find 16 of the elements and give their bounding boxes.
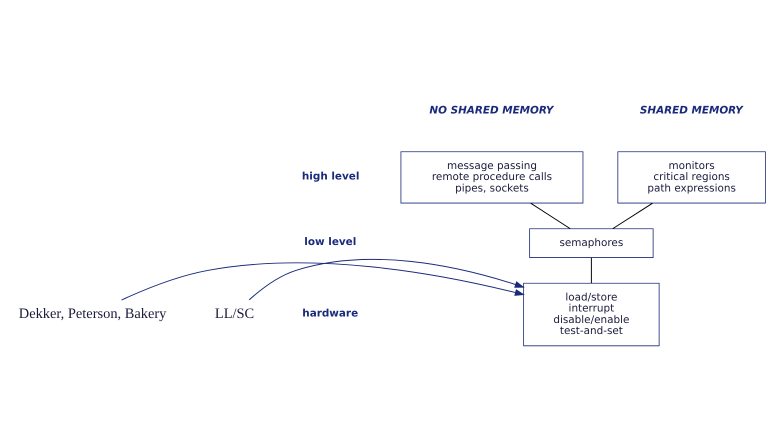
label: SHARED MEMORY [640,104,743,117]
label: high level [302,170,360,182]
node-box: message passing remote procedure calls pipes, sockets [400,151,584,204]
arrow [121,262,525,300]
node-box: semaphores [529,228,654,258]
label: low level [304,236,356,248]
label: NO SHARED MEMORY [429,104,554,117]
connector [590,257,592,284]
node-box: monitors critical regions path expressions [617,151,766,204]
node-box: load/store interrupt disable/enable test-and-set [523,282,660,346]
node-text: Dekker, Peterson, Bakery [18,306,166,322]
connector [530,202,571,230]
node-text: LL/SC [214,306,254,322]
label: hardware [302,307,358,320]
arrow [248,258,525,300]
connector [612,202,654,230]
